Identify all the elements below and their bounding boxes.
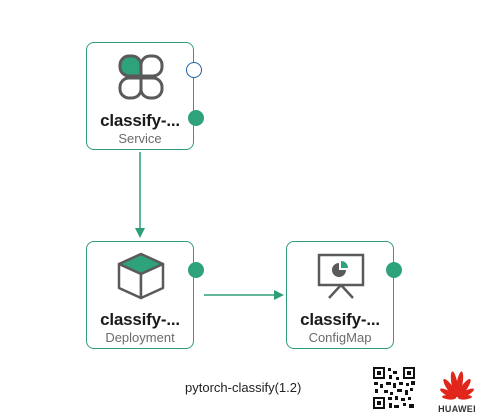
node-name: classify-... bbox=[300, 310, 380, 329]
node-name: classify-... bbox=[100, 111, 180, 130]
huawei-flower-icon bbox=[440, 371, 474, 400]
service-node[interactable]: classify-... Service bbox=[86, 42, 194, 150]
service-port-top[interactable] bbox=[186, 62, 202, 78]
node-kind: Deployment bbox=[105, 330, 175, 345]
deployment-node[interactable]: classify-... Deployment bbox=[86, 241, 194, 349]
node-name: classify-... bbox=[100, 310, 180, 329]
node-kind: ConfigMap bbox=[308, 330, 372, 345]
huawei-logo: HUAWEI bbox=[434, 366, 480, 414]
node-kind: Service bbox=[118, 131, 162, 146]
presentation-board-icon bbox=[317, 253, 365, 299]
configmap-node[interactable]: classify-... ConfigMap bbox=[286, 241, 394, 349]
deployment-port-right[interactable] bbox=[188, 262, 204, 278]
qr-code-icon bbox=[372, 366, 416, 410]
logo-text: HUAWEI bbox=[438, 404, 476, 414]
configmap-port-right[interactable] bbox=[386, 262, 402, 278]
service-port-bottom[interactable] bbox=[188, 110, 204, 126]
diagram-caption: pytorch-classify(1.2) bbox=[185, 380, 302, 395]
cube-icon bbox=[117, 252, 165, 300]
service-petals-icon bbox=[118, 54, 164, 100]
